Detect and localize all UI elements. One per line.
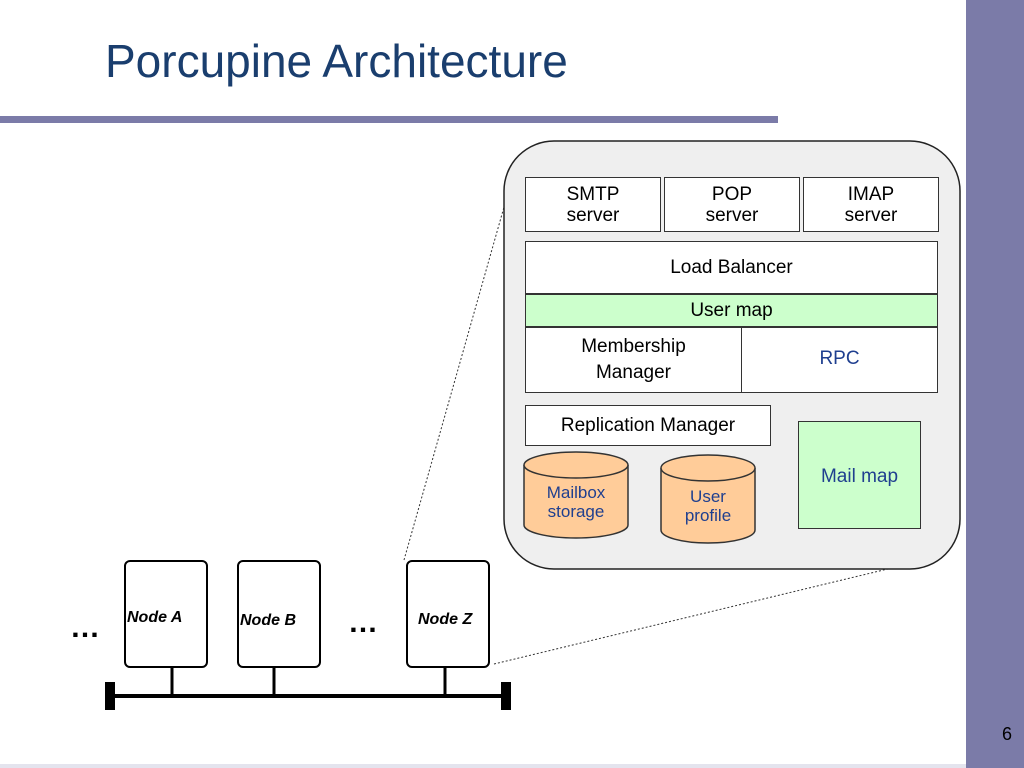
user-profile-label: User profile (684, 487, 732, 525)
pop-server-box: POP server (664, 177, 800, 232)
imap-server-box: IMAP server (803, 177, 939, 232)
right-accent-bar (966, 0, 1024, 768)
zoom-line-bottom (493, 565, 901, 665)
network-bus (105, 668, 511, 710)
node-z-box (406, 560, 490, 668)
mailbox-storage-cylinder (523, 451, 629, 539)
page-number: 6 (1001, 724, 1012, 744)
mailbox-storage-label: Mailbox storage (546, 483, 606, 521)
slide-title: Porcupine Architecture (105, 35, 568, 87)
replication-manager-box: Replication Manager (525, 405, 771, 446)
user-profile-cylinder (660, 454, 756, 544)
rpc-box: RPC (741, 327, 938, 393)
node-z-label: Node Z (418, 611, 473, 628)
title-underline (0, 116, 778, 123)
zoom-line-top (403, 199, 507, 561)
membership-manager-box: Membership Manager (525, 327, 742, 393)
node-b-box (237, 560, 321, 668)
load-balancer-box: Load Balancer (525, 241, 938, 294)
bottom-strip (0, 764, 966, 768)
node-a-label: Node A (127, 609, 183, 626)
node-b-label: Node B (240, 612, 296, 629)
smtp-server-box: SMTP server (525, 177, 661, 232)
mail-map-box: Mail map (798, 421, 921, 529)
ellipsis-left: … (70, 611, 100, 644)
user-map-box: User map (525, 294, 938, 327)
ellipsis-middle: … (348, 606, 378, 639)
node-a-box (124, 560, 208, 668)
